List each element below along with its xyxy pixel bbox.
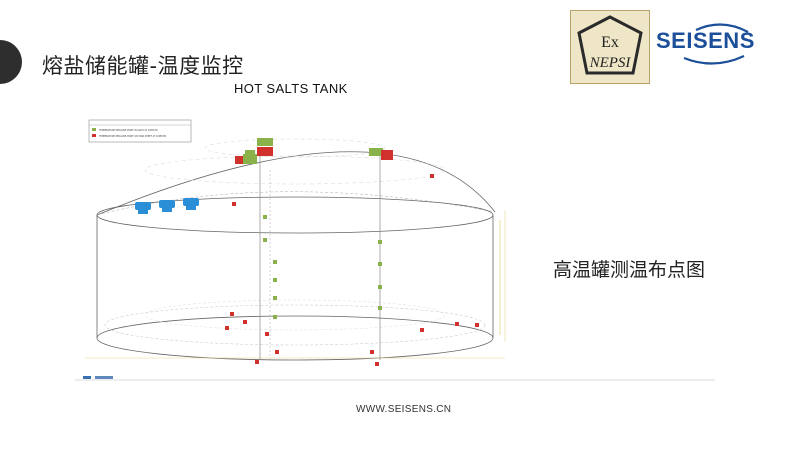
corner-badge [0, 40, 22, 84]
nozzle-right [369, 148, 393, 160]
cert-logo-ex: Ex [601, 34, 619, 51]
sensor-points-red [225, 158, 479, 366]
tank-floor [96, 315, 494, 361]
legend-green-item: TEMPERATURE MEASURE POINT IN SALTS AT 10… [99, 129, 158, 132]
sensor-points-green [263, 215, 382, 319]
nepsi-cert-logo: Ex NEPSI [570, 10, 650, 84]
diagram-heading: HOT SALTS TANK [234, 81, 348, 96]
nozzle-left [235, 138, 273, 164]
cert-logo-nepsi: NEPSI [589, 55, 632, 71]
legend-box: TEMPERATURE MEASURE POINT IN SALTS AT 10… [88, 119, 192, 143]
legend-red-item: TEMPERATURE MEASURE POINT ON TANK SHEET … [99, 135, 167, 138]
seisens-brand-logo: SEISENS [656, 20, 771, 70]
brand-logo-text: SEISENS [656, 28, 755, 53]
slide-title: 熔盐储能罐-温度监控 [42, 54, 244, 78]
hot-salts-tank-diagram: TEMPERATURE MEASURE POINT IN SALTS AT 10… [75, 119, 715, 381]
pump-group [135, 198, 199, 214]
diagram-caption: 高温罐测温布点图 [553, 259, 706, 281]
footer-url: WWW.SEISENS.CN [356, 404, 452, 415]
tank-roof [96, 151, 496, 216]
